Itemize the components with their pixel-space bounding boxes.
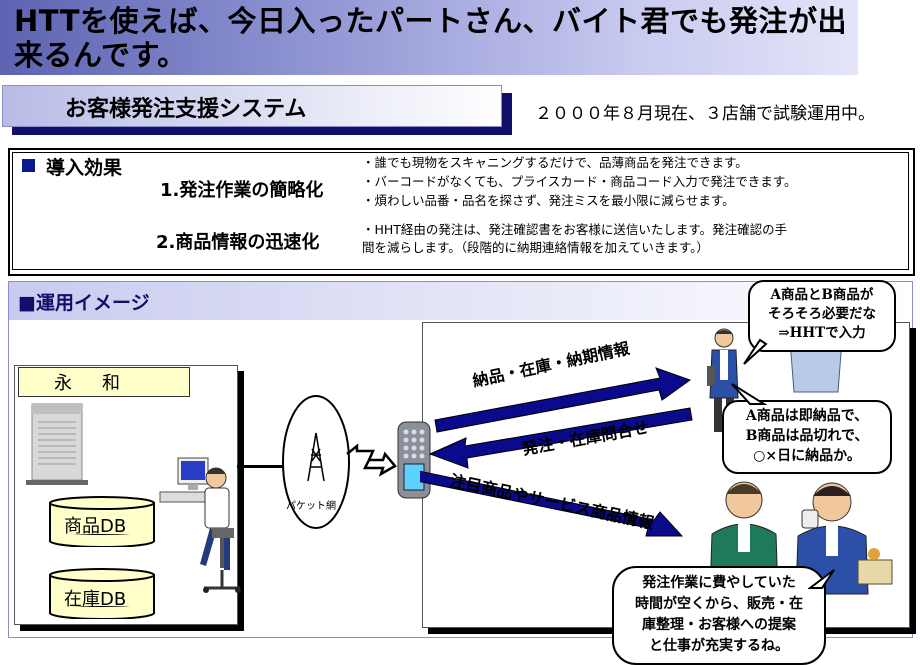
callout-bottom-line-2: 時間が空くから、販売・在 — [635, 596, 803, 612]
arrow-delivery-info — [434, 367, 692, 433]
data-flow-arrows — [420, 367, 693, 537]
product-db-icon — [49, 496, 155, 547]
computer-operator-icon — [159, 457, 241, 593]
effect-2-label: 2.商品情報の迅速化 — [156, 232, 320, 253]
stock-db-icon — [49, 568, 155, 619]
page-title: HTTを使えば、今日入ったパートさん、バイト君でも発注が出来るんです。 — [14, 4, 848, 72]
callout-work-benefit: 発注作業に費やしていた 時間が空くから、販売・在 庫整理・お客様への提案 と仕事… — [612, 566, 826, 665]
company-label-box — [18, 367, 190, 397]
lightning-icon — [346, 443, 397, 477]
effect-2-note-1: ・HHT経由の発注は、発注確認書をお客様に送信いたします。発注確認の手 — [362, 222, 788, 237]
callout-bottom-line-1: 発注作業に費やしていた — [642, 575, 796, 591]
bullet-square-icon — [22, 159, 35, 172]
callout-need-products: A商品とB商品が そろそろ必要だな ⇒HHTで入力 — [748, 280, 896, 352]
operations-title: ■運用イメージ — [18, 292, 150, 314]
callout-bottom-tail — [808, 569, 835, 589]
system-name: お客様発注支援システム — [65, 97, 307, 122]
effects-panel — [8, 148, 915, 276]
effect-1-note-2: ・バーコードがなくても、プライスカード・商品コード入力で発注できます。 — [362, 174, 797, 189]
callout-bottom-line-4: と仕事が充実するね。 — [649, 638, 789, 654]
callout-top-line-1: A商品とB商品が — [770, 287, 874, 303]
callout-middle-line-3: ○×日に納品か。 — [753, 448, 861, 464]
product-db-label: 商品DB — [64, 516, 127, 537]
arrow-product-info — [420, 470, 684, 537]
company-name: 永和 — [54, 373, 150, 394]
callout-top-line-3: ⇒HHTで入力 — [778, 325, 866, 341]
callout-top-line-2: そろそろ必要だな — [768, 306, 876, 322]
callout-middle-line-2: B商品は品切れで、 — [745, 428, 869, 444]
effects-panel-inner — [12, 152, 909, 270]
subtitle-banner — [2, 85, 502, 127]
arrow-order-inquiry — [428, 407, 693, 469]
packet-network-icon — [282, 395, 350, 529]
effect-1-note-3: ・煩わしい品番・品名を探さず、発注ミスを最小限に減らせます。 — [362, 193, 735, 208]
callout-middle-tail — [731, 383, 768, 405]
callout-top-tail — [743, 338, 768, 365]
connection-line — [237, 465, 284, 468]
packet-network-label: パケット網 — [286, 501, 336, 512]
callout-bottom-line-3: 庫整理・お客様への提案 — [642, 617, 796, 633]
building-icon — [789, 340, 843, 393]
callout-delivery-status: A商品は即納品で、 B商品は品切れで、 ○×日に納品か。 — [722, 400, 892, 474]
callout-middle-line-1: A商品は即納品で、 — [745, 408, 869, 424]
effect-1-label: 1.発注作業の簡略化 — [160, 180, 324, 201]
effect-1-note-1: ・誰でも現物をスキャニングするだけで、品薄商品を発注できます。 — [362, 155, 748, 170]
status-note: ２０００年８月現在、３店舗で試験運用中。 — [535, 104, 875, 124]
effect-2-note-2: 間を減らします。（段階的に納期連絡情報を加えていきます。） — [362, 240, 709, 255]
title-banner — [0, 0, 858, 75]
server-icon — [26, 403, 88, 485]
effects-title: 導入効果 — [46, 157, 123, 179]
stock-db-label: 在庫DB — [64, 589, 127, 610]
